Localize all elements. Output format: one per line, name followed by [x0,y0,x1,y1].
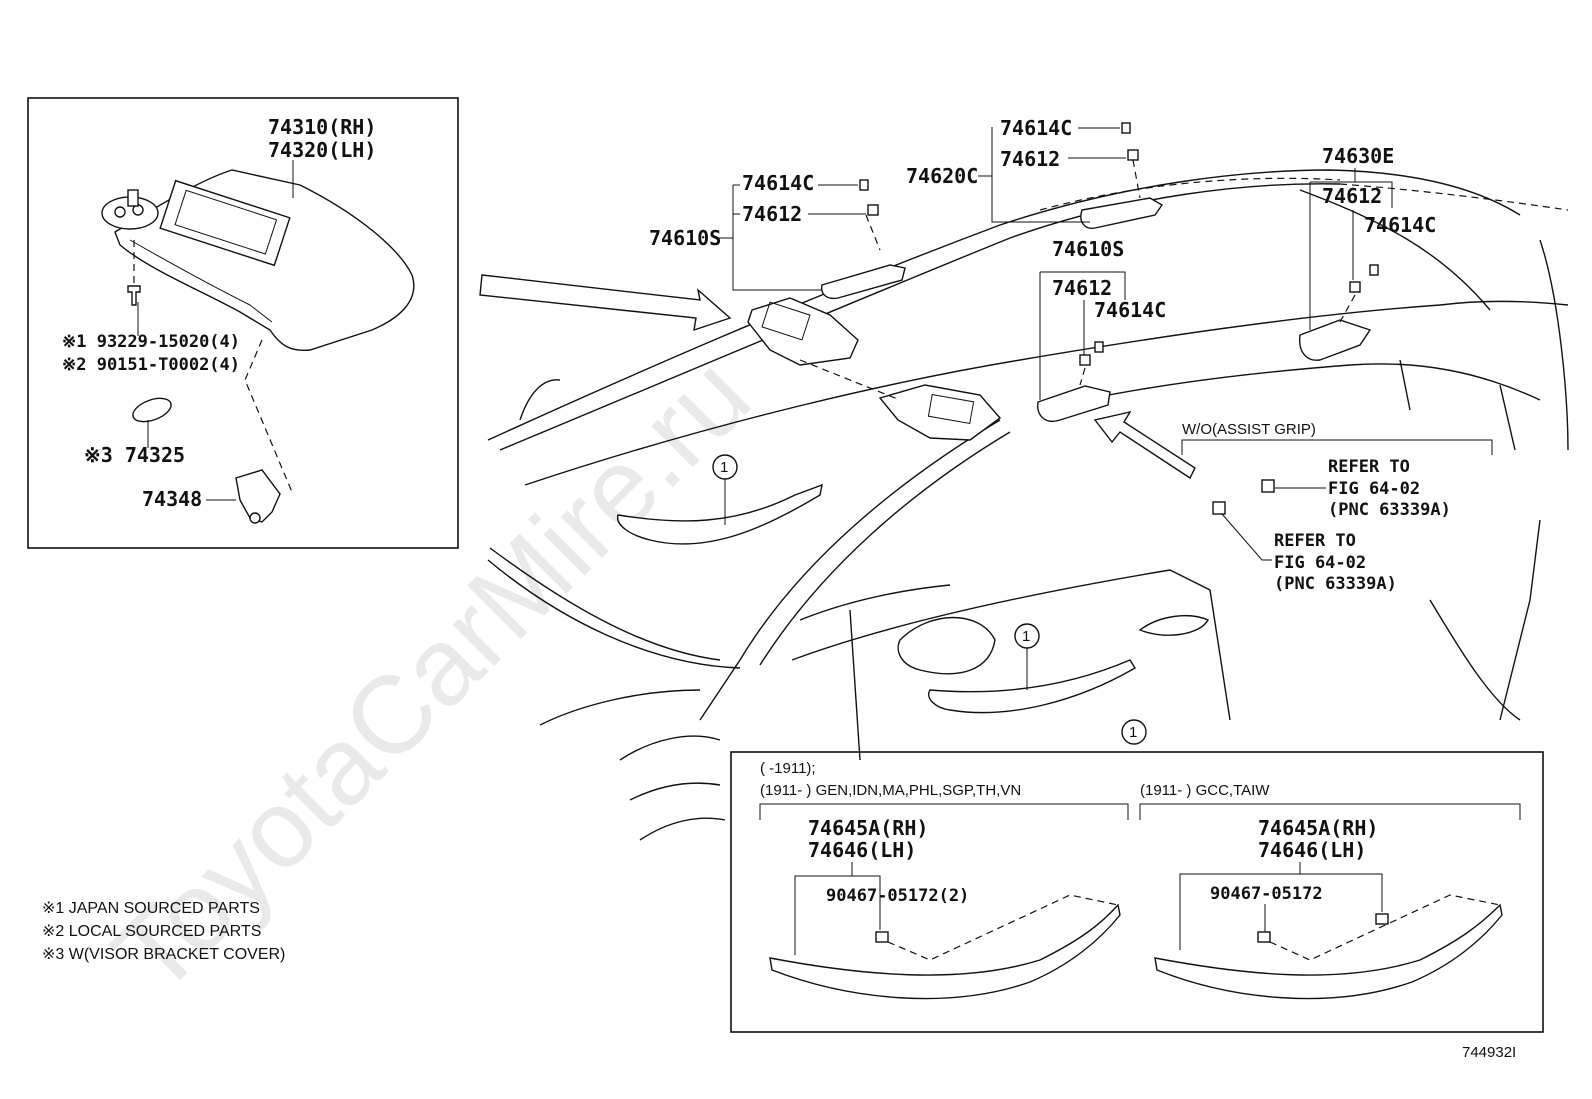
label-74614C-d: 74614C [1364,213,1436,237]
label-74630E: 74630E [1322,144,1394,168]
callout-number: 1 [1129,724,1137,741]
left-pn-rh: 74645A(RH) [808,816,928,840]
pillar-garnish-1 [616,483,823,545]
cover-pn: ※3 74325 [84,443,185,467]
label-74610S-left: 74610S [649,226,721,250]
clip-icon [1349,281,1361,293]
refer-2-line-3: (PNC 63339A) [1274,574,1397,594]
refer-1-line-2: FIG 64-02 [1328,479,1420,499]
door-trim-right [1154,903,1503,1000]
arrow-right-icon [1093,410,1196,480]
assist-grip-2 [1080,197,1164,229]
left-clip-pn: 90467-05172(2) [826,886,969,906]
clip-icon [1261,479,1275,493]
label-74620C: 74620C [906,164,978,188]
screw-pn-1: ※1 93229-15020(4) [62,332,240,352]
label-74612-c: 74612 [1052,276,1112,300]
pillar-garnish-2 [928,659,1136,714]
callout-number: 1 [720,459,728,476]
label-74612-a: 74612 [742,202,802,226]
visor-bracket-icon [235,469,281,523]
panel-header-right: (1911- ) GCC,TAIW [1140,782,1270,799]
screw-pn-2: ※2 90151-T0002(4) [62,355,240,375]
clip-icon [1375,913,1389,925]
right-clip-pn: 90467-05172 [1210,884,1323,904]
note-2: ※2 LOCAL SOURCED PARTS [42,923,261,940]
refer-2-line-2: FIG 64-02 [1274,553,1366,573]
assist-grip-4 [1298,319,1372,361]
label-74612-d: 74612 [1322,184,1382,208]
refer-1-line-1: REFER TO [1328,457,1410,477]
clip-icon [867,204,879,216]
clip-icon [1369,264,1379,276]
note-1: ※1 JAPAN SOURCED PARTS [42,900,260,917]
note-3: ※3 W(VISOR BRACKET COVER) [42,946,285,963]
label-74614C-a: 74614C [742,171,814,195]
bracket-cover-icon [132,397,172,423]
callout-circle [1121,719,1147,745]
clip-icon [1094,341,1104,353]
callout-number: 1 [1022,628,1030,645]
second-sun-visor [878,384,1002,441]
arrow-left-icon [479,274,732,332]
left-pn-lh: 74646(LH) [808,838,916,862]
clip-icon [875,931,889,943]
clip-icon [1257,931,1271,943]
sun-visor-inset: 74310(RH) 74320(LH) ※1 93229-15020(4) ※2… [27,97,459,549]
assist-grip-1 [821,264,906,300]
visor-pn-rh: 74310(RH) [268,115,376,139]
door-trim-left [769,903,1121,1000]
figure-id: 744932I [1462,1044,1516,1061]
screw-icon [127,285,141,306]
front-sun-visor [747,297,859,366]
clip-icon [1212,501,1226,515]
label-74614C-c: 74614C [1094,298,1166,322]
notes: ※1 JAPAN SOURCED PARTS ※2 LOCAL SOURCED … [42,900,285,963]
label-74614C-b: 74614C [1000,116,1072,140]
refer-1-line-3: (PNC 63339A) [1328,500,1451,520]
panel-header-1: ( -1911); [760,760,816,777]
refer-2-line-1: REFER TO [1274,531,1356,551]
right-pn-lh: 74646(LH) [1258,838,1366,862]
label-74610S-mid: 74610S [1052,237,1124,261]
bracket-pn: 74348 [142,487,202,511]
clip-icon [1079,354,1091,366]
panel-header-left: (1911- ) GEN,IDN,MA,PHL,SGP,TH,VN [760,782,1021,799]
clip-icon [1121,122,1131,134]
clip-icon [859,179,869,191]
bottom-panel: ( -1911); (1911- ) GEN,IDN,MA,PHL,SGP,TH… [730,751,1544,1033]
right-pn-rh: 74645A(RH) [1258,816,1378,840]
label-74612-b: 74612 [1000,147,1060,171]
visor-pn-lh: 74320(LH) [268,138,376,162]
clip-icon [1127,149,1139,161]
assist-grip-3 [1037,385,1111,422]
main-labels: 74610S 74614C 74612 74620C 74614C 74612 … [649,116,1493,745]
wo-assist-grip-label: W/O(ASSIST GRIP) [1182,421,1316,438]
car-body-outline [487,169,1569,841]
